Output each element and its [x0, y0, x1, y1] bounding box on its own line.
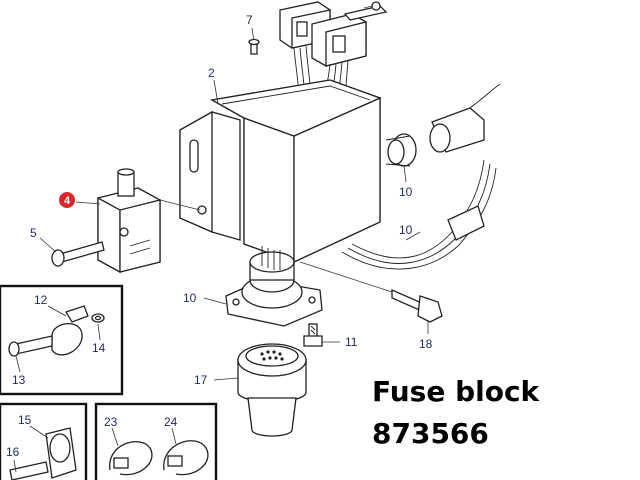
caption-part-number: 873566: [372, 417, 489, 450]
callout-14: 14: [92, 341, 106, 355]
plug-17: [237, 343, 307, 437]
fuse-box-housing: [179, 79, 382, 264]
callout-11: 11: [345, 335, 358, 349]
leader-lines: [13, 79, 429, 473]
screw-7: [248, 27, 260, 55]
callout-2: 2: [208, 66, 215, 80]
highlight-marker-4: [59, 192, 75, 208]
callout-24: 24: [164, 415, 178, 429]
inset-box-15-16: [0, 402, 88, 480]
inset-box-12-14: [0, 284, 124, 396]
callout-15: 15: [18, 413, 32, 427]
cable-tie-23: [109, 441, 153, 476]
bolt-18: [299, 261, 443, 323]
callout-4: 4: [64, 195, 71, 207]
top-connector-plugs: [279, 1, 388, 67]
screw-11: [303, 323, 323, 347]
callout-12: 12: [34, 293, 48, 307]
round-connector-flange: [225, 251, 323, 327]
wire-harness-10: [341, 159, 497, 270]
callout-5: 5: [30, 226, 37, 240]
callout-7: 7: [246, 13, 253, 27]
screw-top-right: [363, 1, 381, 11]
callout-18: 18: [419, 337, 433, 351]
callout-13: 13: [12, 373, 26, 387]
bracket-4: [97, 168, 201, 274]
wires-to-bottom-connector: [261, 246, 281, 270]
callout-10-right-connector: 10: [399, 185, 413, 199]
clamp-15: [9, 427, 77, 480]
clamp-12: [8, 305, 105, 357]
screw-5: [51, 241, 105, 267]
callout-16: 16: [6, 445, 20, 459]
callout-10-flange: 10: [183, 291, 197, 305]
callout-17: 17: [194, 373, 208, 387]
callout-23: 23: [104, 415, 118, 429]
right-connectors: [385, 83, 501, 167]
callout-10-harness: 10: [399, 223, 413, 237]
cable-tie-24: [163, 440, 209, 476]
inset-box-23-24: [94, 402, 218, 480]
caption-title: Fuse block: [372, 375, 540, 408]
